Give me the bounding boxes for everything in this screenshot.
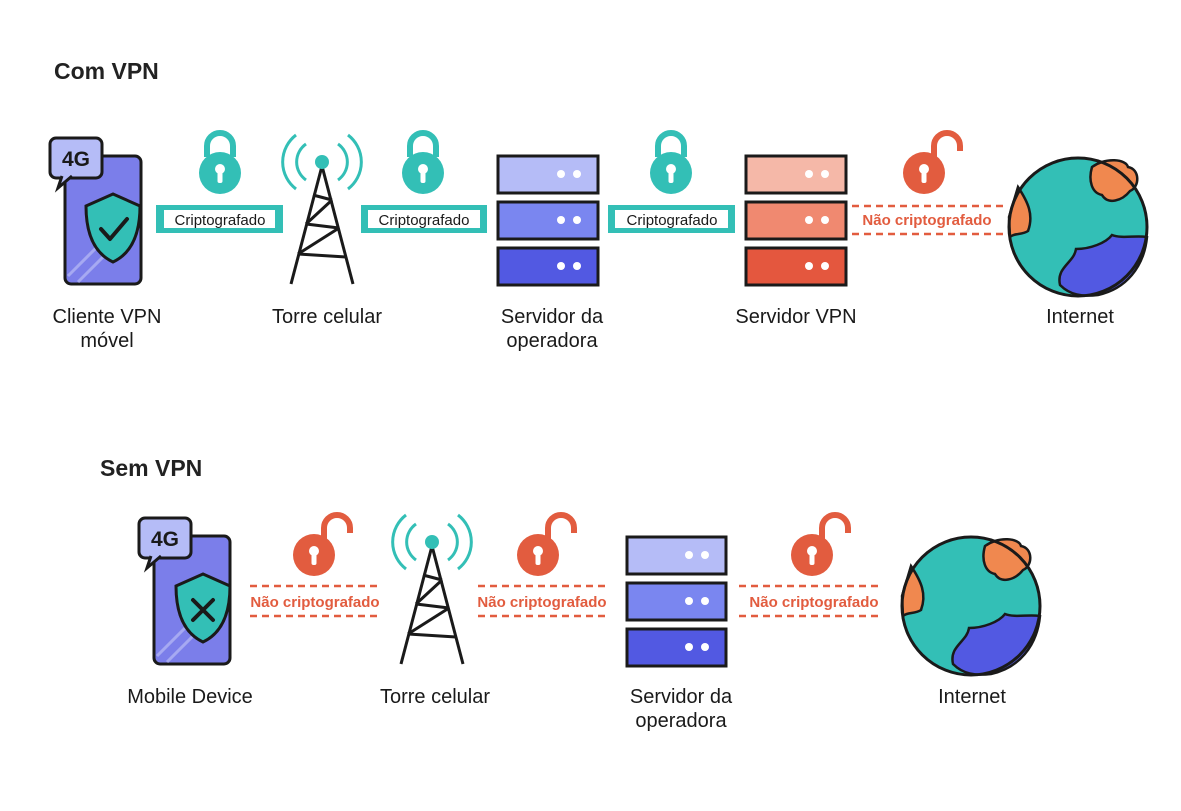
mobile-device-phone-icon: 4G [137,516,232,666]
lock-closed-icon [650,133,692,194]
lock-closed-icon [402,133,444,194]
node-label-internet: Internet [1046,306,1114,328]
vpn-server-icon [744,154,848,287]
section-title-without-vpn: Sem VPN [100,455,203,481]
svg-text:Criptografado: Criptografado [175,212,266,229]
svg-text:Criptografado: Criptografado [627,212,718,229]
link-unencrypted-s1: Não criptografado [250,584,381,618]
node-label-carrier: Servidor da operadora [500,306,604,352]
node-label-carrier: Servidor da operadora [629,686,733,732]
lock-open-icon [293,515,350,576]
svg-text:Não criptografado: Não criptografado [862,212,991,229]
link-encrypted-1: Criptografado [156,205,283,233]
node-label-internet: Internet [938,686,1006,708]
lock-open-icon [903,133,960,194]
4g-badge: 4G [62,148,90,171]
carrier-server-icon [625,535,728,668]
cell-tower-icon [281,133,363,286]
svg-text:Não criptografado: Não criptografado [477,594,606,611]
cell-tower-icon [391,513,473,666]
node-label-tower: Torre celular [271,306,383,328]
node-label-client: Cliente VPN móvel [52,306,162,352]
globe-icon [1007,156,1149,298]
link-unencrypted-s2: Não criptografado [477,584,608,618]
node-label-vpn-server: Servidor VPN [735,306,857,328]
shield-check-icon [84,192,142,264]
lock-open-icon [517,515,574,576]
section-title-with-vpn: Com VPN [54,58,159,84]
lock-open-icon [791,515,848,576]
link-unencrypted-s3: Não criptografado [739,584,880,618]
svg-text:Criptografado: Criptografado [379,212,470,229]
link-encrypted-3: Criptografado [608,205,735,233]
node-label-tower: Torre celular [379,686,491,708]
svg-text:Não criptografado: Não criptografado [250,594,379,611]
node-label-device: Mobile Device [127,686,253,708]
4g-badge: 4G [151,528,179,551]
shield-x-icon [174,572,232,644]
svg-text:Não criptografado: Não criptografado [749,594,878,611]
link-encrypted-2: Criptografado [361,205,487,233]
carrier-server-icon [496,154,600,287]
link-unencrypted-4: Não criptografado [852,204,1005,236]
lock-closed-icon [199,133,241,194]
vpn-client-phone-icon: 4G [48,136,143,286]
globe-icon [900,535,1042,677]
